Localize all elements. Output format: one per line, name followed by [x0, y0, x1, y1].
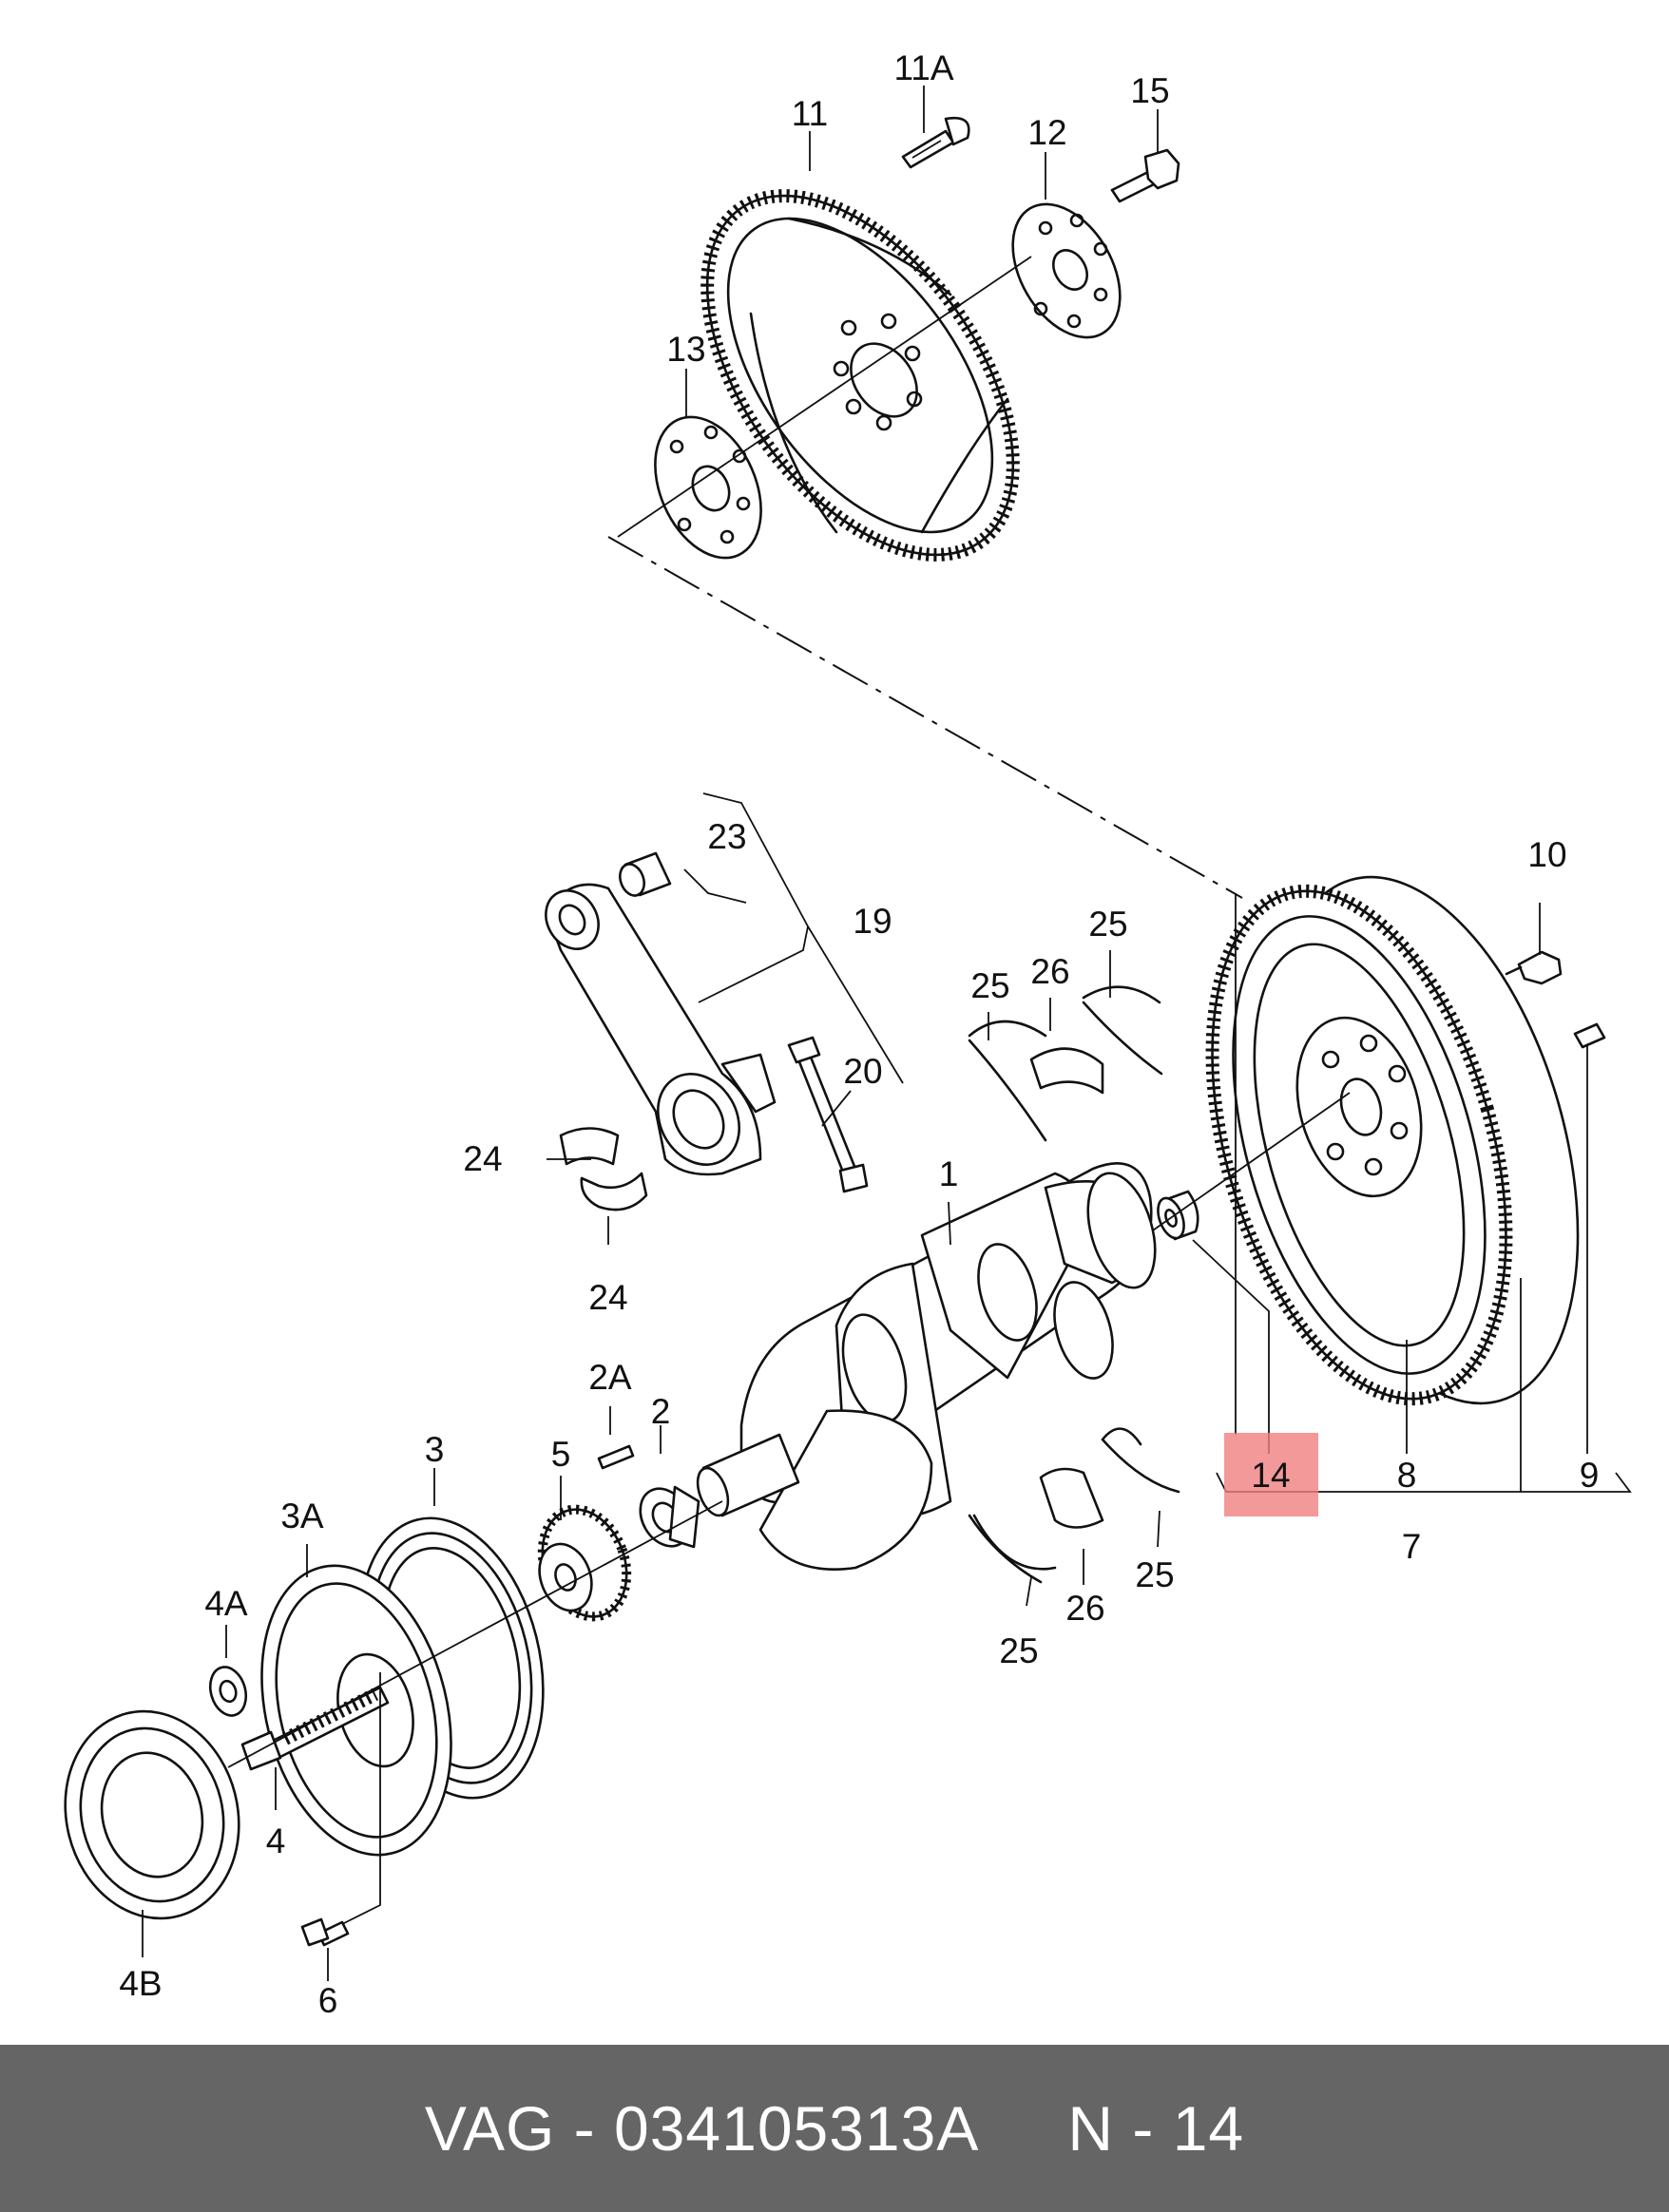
label-26-bottom: 26: [1065, 1589, 1104, 1628]
label-13: 13: [666, 330, 705, 369]
crankshaft-1: [696, 1162, 1157, 1571]
bearing-shells-24: [559, 1127, 648, 1211]
leader-lines: [142, 86, 1632, 1981]
part-number-caption: VAG - 034105313A N - 14: [424, 2093, 1245, 2164]
connecting-rod-19: [545, 883, 777, 1176]
label-25-bottom-left: 25: [999, 1631, 1038, 1670]
label-15: 15: [1130, 71, 1169, 110]
label-20: 20: [843, 1052, 882, 1091]
label-4: 4: [266, 1821, 286, 1860]
needle-bearing-14: [1157, 1190, 1199, 1241]
axis-line-front: [341, 1672, 381, 1925]
label-24-left: 24: [463, 1139, 502, 1178]
label-3: 3: [425, 1430, 445, 1469]
washer-4a: [208, 1666, 248, 1717]
label-24-bottom: 24: [588, 1278, 627, 1317]
label-26-top: 26: [1030, 952, 1069, 991]
label-11a: 11A: [893, 48, 953, 87]
label-3a: 3A: [280, 1497, 324, 1535]
axis-line-top: [617, 256, 1032, 538]
sprocket-5: [537, 1504, 632, 1622]
assembly-dash-line: [607, 536, 1243, 899]
shim-plate-13: [654, 415, 762, 560]
bolt-15: [1110, 148, 1180, 203]
label-7: 7: [1402, 1527, 1422, 1566]
bolt-10: [1505, 950, 1563, 985]
label-5: 5: [551, 1435, 571, 1474]
dowel-pin-9: [1573, 1022, 1606, 1049]
bolt-11a: [901, 116, 970, 169]
label-1: 1: [939, 1154, 959, 1193]
label-25-top-left: 25: [970, 966, 1009, 1005]
thrust-washers-25-26: [968, 985, 1180, 1584]
label-8: 8: [1397, 1456, 1417, 1495]
conrod-bolt-20: [787, 1036, 869, 1193]
footer-bar: VAG - 034105313A N - 14: [0, 2045, 1669, 2212]
label-12: 12: [1027, 113, 1066, 152]
label-11: 11: [792, 94, 828, 133]
label-14: 14: [1251, 1456, 1290, 1495]
label-25-top-right: 25: [1088, 905, 1127, 944]
bolt-6: [300, 1917, 350, 1947]
flywheel-8: [1205, 875, 1580, 1406]
shim-plate-12: [1011, 202, 1122, 339]
exploded-parts-diagram: 1 2 2A 3 3A 4 4A 4B 5 6 7 8 9 10 11 11A …: [64, 48, 1632, 2020]
label-25-bottom-right: 25: [1135, 1555, 1174, 1594]
label-19: 19: [853, 902, 892, 941]
oil-seal-2: [639, 1485, 700, 1549]
label-4a: 4A: [204, 1584, 248, 1623]
label-10: 10: [1527, 835, 1566, 874]
hub-4b: [64, 1709, 240, 1920]
callout-labels: 1 2 2A 3 3A 4 4A 4B 5 6 7 8 9 10 11 11A …: [119, 48, 1599, 2020]
label-6: 6: [318, 1981, 338, 2020]
label-23: 23: [707, 817, 746, 856]
bushing-23: [619, 851, 672, 897]
highlight-part-14: [1224, 1433, 1318, 1516]
label-2a: 2A: [588, 1358, 632, 1397]
label-2: 2: [651, 1392, 671, 1431]
key-2a: [597, 1444, 635, 1470]
axis-line-flywheel: [1149, 1092, 1351, 1233]
label-4b: 4B: [119, 1964, 162, 2003]
axis-line-crank: [227, 1500, 723, 1768]
drive-plate-11: [700, 189, 1020, 562]
label-9: 9: [1580, 1456, 1600, 1495]
